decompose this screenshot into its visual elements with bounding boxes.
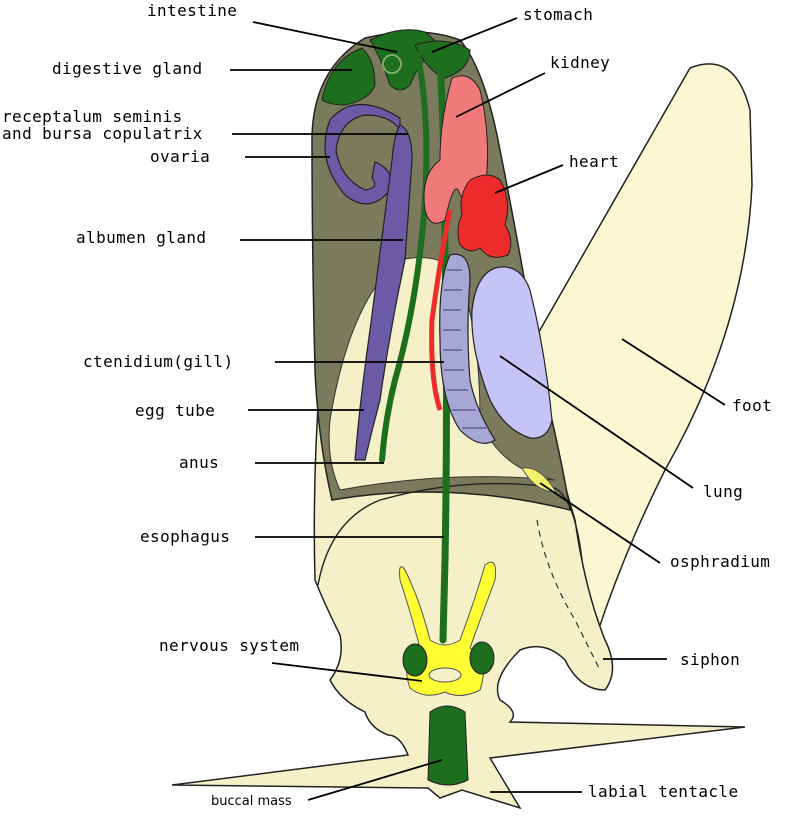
albumen-gland bbox=[354, 124, 413, 461]
label-nervous-system: nervous system bbox=[159, 636, 299, 655]
label-buccal-mass: buccal mass bbox=[211, 794, 292, 809]
ovaria-spiral bbox=[324, 103, 401, 205]
label-ctenidium: ctenidium(gill) bbox=[83, 352, 234, 371]
mantle-edge bbox=[317, 482, 583, 586]
siphon-channel bbox=[536, 519, 601, 671]
label-esophagus: esophagus bbox=[140, 527, 230, 546]
buccal-mass-shape bbox=[427, 705, 469, 786]
label-stomach: stomach bbox=[523, 5, 593, 24]
label-receptalum-line1: receptalum seminis bbox=[2, 107, 183, 126]
label-receptalum-line2: and bursa copulatrix bbox=[2, 124, 203, 143]
label-labial-tentacle: labial tentacle bbox=[588, 782, 739, 801]
digestive-gland bbox=[321, 47, 376, 106]
osphradium-shape bbox=[521, 467, 557, 493]
nerve-ring-hole bbox=[428, 667, 462, 683]
label-digestive-gland: digestive gland bbox=[52, 59, 203, 78]
ganglion-left bbox=[402, 643, 428, 677]
label-foot: foot bbox=[732, 396, 772, 415]
label-kidney: kidney bbox=[550, 53, 610, 72]
ganglion-right bbox=[469, 641, 495, 675]
label-ovaria: ovaria bbox=[150, 147, 210, 166]
heart-vessel bbox=[429, 209, 453, 411]
intestine-tube bbox=[379, 52, 430, 463]
lung-shape bbox=[471, 266, 553, 439]
leader-lines bbox=[230, 17, 726, 801]
label-siphon: siphon bbox=[680, 650, 740, 669]
label-osphradium: osphradium bbox=[670, 552, 770, 571]
label-anus: anus bbox=[179, 453, 219, 472]
ctenidium-shape bbox=[439, 253, 496, 444]
intestine-coil bbox=[382, 54, 402, 74]
ctenidium-stripes bbox=[443, 269, 486, 429]
label-intestine: intestine bbox=[147, 1, 237, 20]
label-heart: heart bbox=[569, 152, 619, 171]
label-lung: lung bbox=[703, 482, 743, 501]
label-albumen-gland: albumen gland bbox=[76, 228, 206, 247]
label-egg-tube: egg tube bbox=[135, 401, 215, 420]
heart-shape bbox=[457, 174, 512, 258]
